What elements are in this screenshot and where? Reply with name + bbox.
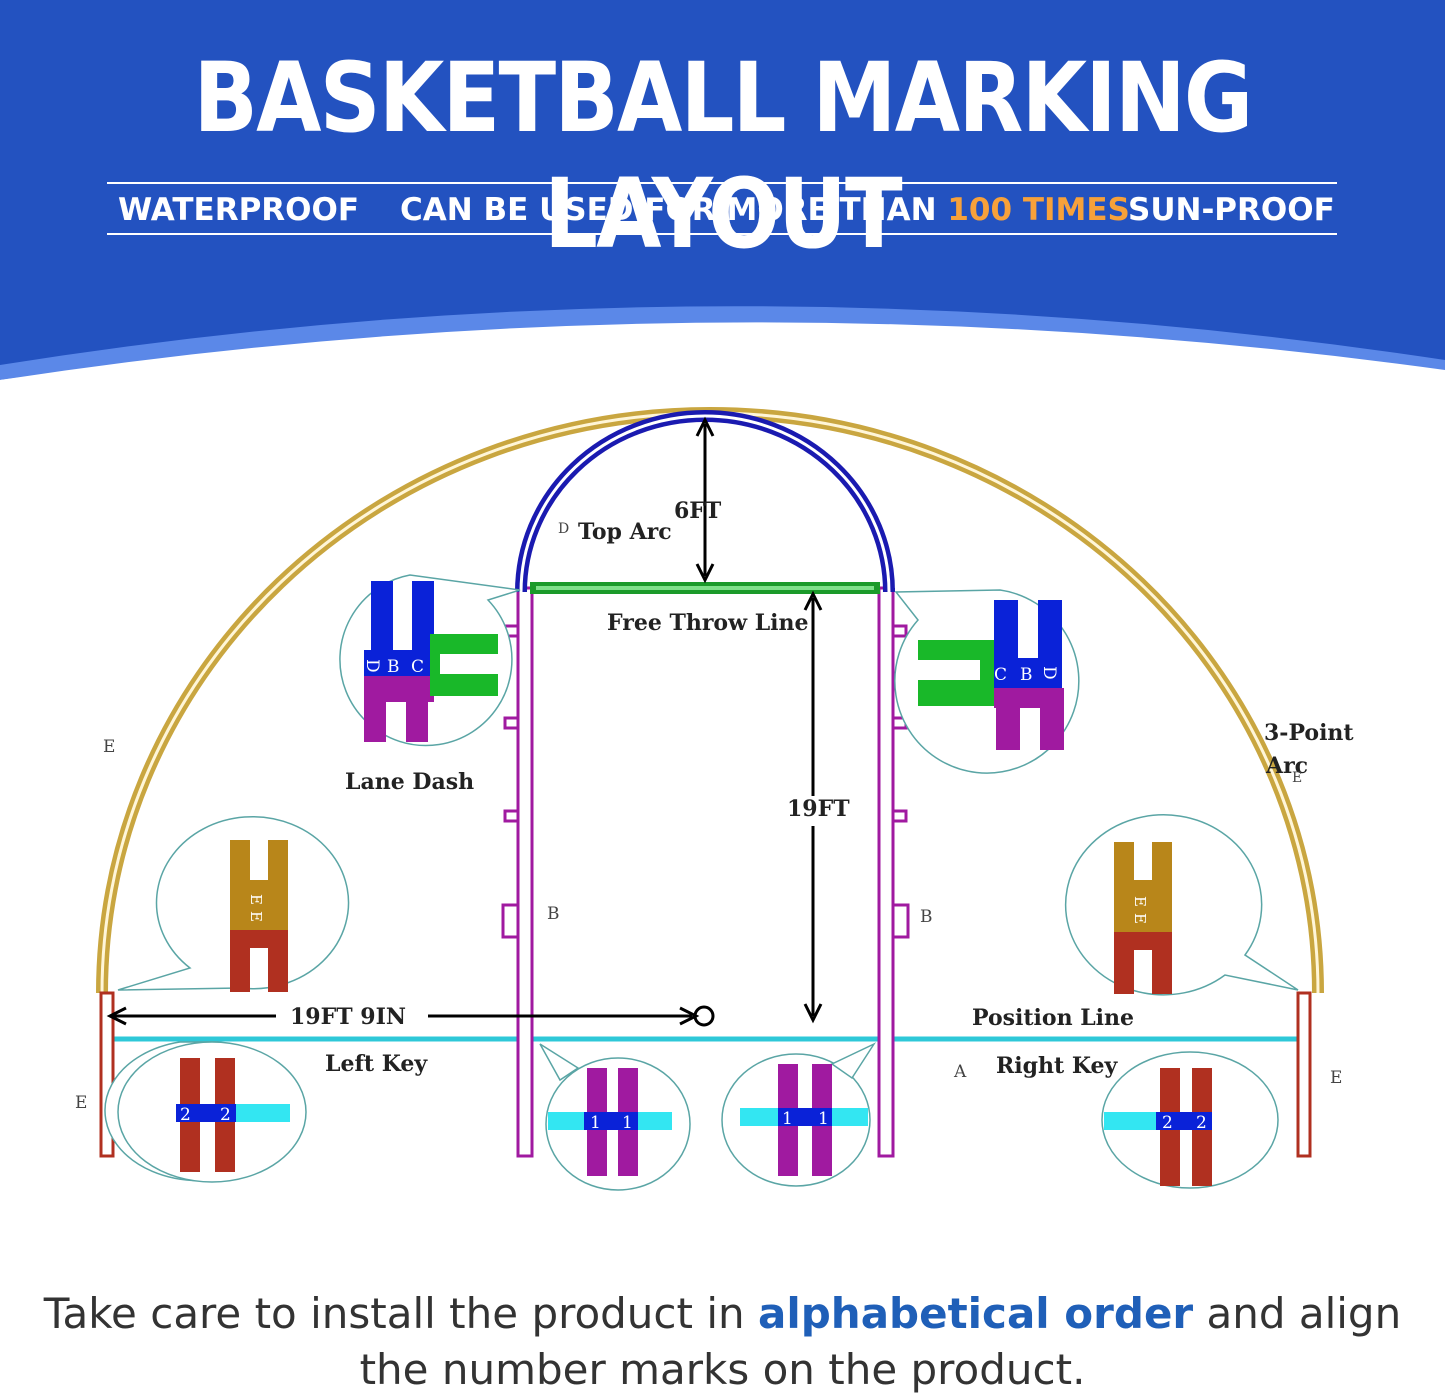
feature-reusable: CAN BE USED FOR MORE THAN 100 TIMES — [400, 190, 1130, 230]
letter-d-right: D — [1039, 666, 1059, 680]
number-one-c2: 1 — [622, 1113, 633, 1133]
callout-right-key: 2 2 — [1101, 1051, 1279, 1189]
letter-d-top: D — [558, 521, 569, 537]
instructions-emphasis: alphabetical order — [757, 1289, 1194, 1338]
letter-b-right-lane: B — [920, 907, 933, 927]
letter-c-right: C — [994, 665, 1007, 685]
right-corner-line — [1296, 991, 1312, 1158]
label-right-key: Right Key — [996, 1053, 1118, 1079]
header-background — [0, 0, 1445, 380]
label-lane-dash: Lane Dash — [345, 769, 474, 795]
letter-e-right-2: E — [1131, 913, 1149, 924]
number-two-left-1: 2 — [180, 1105, 191, 1125]
letter-e-upper-right: E — [1292, 770, 1302, 786]
top-arc — [515, 410, 895, 593]
number-two-left-2: 2 — [220, 1105, 231, 1125]
number-two-right-2: 2 — [1196, 1113, 1207, 1133]
number-one-c3: 1 — [782, 1109, 793, 1129]
top-rule — [107, 182, 1337, 184]
label-nineteen-ft-nine-in: 19FT 9IN — [290, 1004, 406, 1030]
court-diagram: D B C C B D E E E E 2 — [75, 407, 1354, 1191]
number-two-right-1: 2 — [1162, 1113, 1173, 1133]
feature-reusable-highlight: 100 TIMES — [947, 192, 1130, 228]
right-lane-line — [877, 586, 895, 1158]
instructions-text-after: and align the number marks on the produc… — [359, 1289, 1402, 1394]
letter-a: A — [953, 1062, 967, 1082]
letter-b-right: B — [1020, 665, 1033, 685]
six-ft-arrow — [695, 416, 715, 584]
callout-center-right: 1 1 — [721, 1042, 877, 1187]
install-instructions: Take care to install the product in alph… — [20, 1286, 1425, 1398]
feature-sunproof: SUN-PROOF — [1128, 192, 1335, 228]
letter-e-lower-right: E — [1330, 1068, 1342, 1088]
letter-e-left-2: E — [247, 911, 265, 922]
instructions-text-before: Take care to install the product in — [43, 1289, 758, 1338]
number-one-c1: 1 — [590, 1113, 601, 1133]
letter-b-left-lane: B — [547, 904, 560, 924]
piece-letters: D E E B B E A E — [75, 521, 1342, 1113]
left-lane-line — [516, 586, 534, 1158]
letter-e-upper-left: E — [103, 737, 115, 757]
label-position-line: Position Line — [972, 1005, 1134, 1031]
callout-center-left: 1 1 — [539, 1043, 691, 1191]
letter-e-right-1: E — [1131, 896, 1149, 907]
feature-reusable-text: CAN BE USED FOR MORE THAN — [400, 192, 948, 228]
label-nineteen-ft: 19FT — [787, 796, 850, 822]
letter-b-left: B — [387, 657, 400, 677]
callout-lane-dash-left: D B C — [339, 574, 521, 747]
label-six-ft: 6FT — [674, 498, 722, 524]
callout-lane-dash-right: C B D — [894, 589, 1080, 774]
letter-c-left: C — [411, 657, 424, 677]
letter-e-left-1: E — [247, 894, 265, 905]
label-three-point-1: 3-Point — [1264, 720, 1354, 746]
label-three-point-2: Arc — [1265, 753, 1308, 779]
callout-arc-right: E E — [1064, 814, 1299, 996]
number-one-c4: 1 — [818, 1109, 829, 1129]
bottom-rule — [107, 233, 1337, 235]
feature-waterproof: WATERPROOF — [118, 192, 360, 228]
page-title: BASKETBALL MARKING LAYOUT — [193, 42, 1253, 270]
diagram-labels: Top Arc 6FT Free Throw Line Lane Dash 3-… — [290, 498, 1354, 1079]
nineteen-ft-arrow — [803, 590, 823, 1024]
lane-dashes — [501, 624, 910, 939]
free-throw-line-inner — [536, 586, 874, 590]
label-left-key: Left Key — [325, 1051, 428, 1077]
nineteen-ft-nine-in-arrow — [106, 1005, 715, 1027]
label-top-arc: Top Arc — [578, 519, 672, 545]
letter-e-lower-left: E — [75, 1093, 87, 1113]
callout-left-key: 2 2 — [104, 1041, 307, 1183]
basket-center-icon — [693, 1005, 715, 1027]
callout-arc-left: E E — [117, 815, 350, 992]
letter-d-left: D — [362, 659, 382, 673]
label-free-throw-line: Free Throw Line — [607, 610, 809, 636]
